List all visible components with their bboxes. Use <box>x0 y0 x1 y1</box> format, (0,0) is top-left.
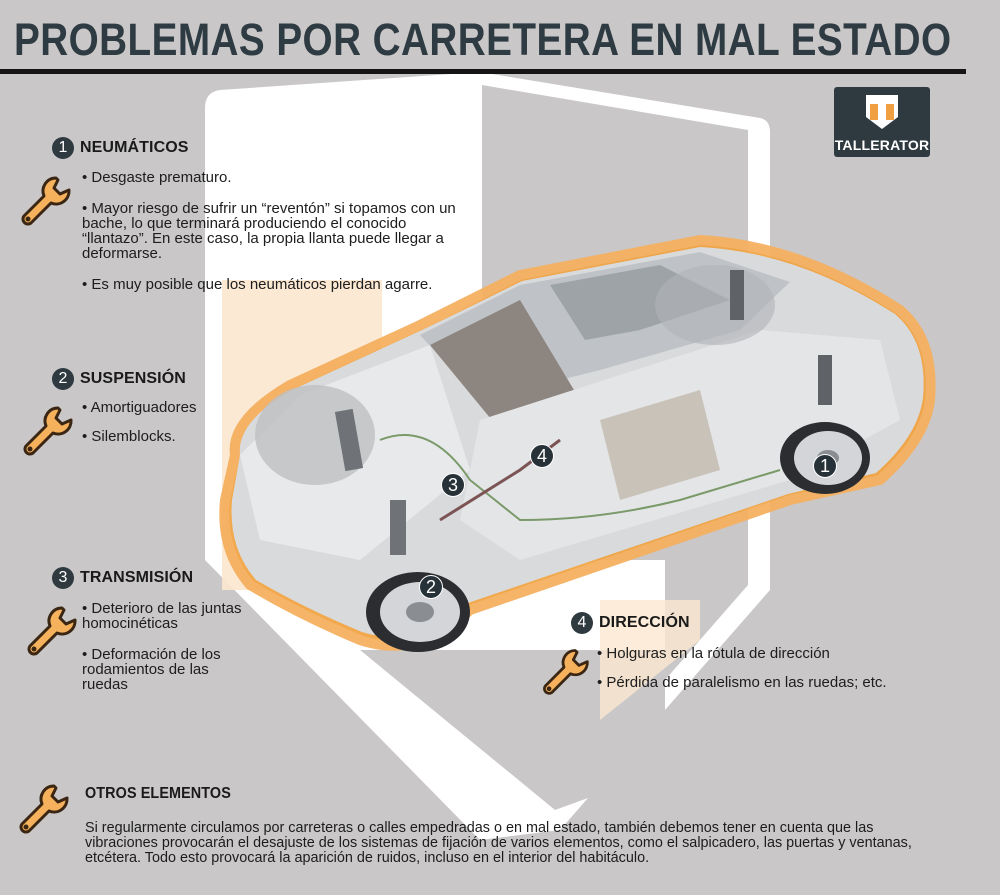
list-item: Desgaste prematuro. <box>82 170 472 185</box>
other-description: Si regularmente circulamos por carretera… <box>85 819 912 866</box>
list-item: Pérdida de paralelismo en las ruedas; et… <box>597 675 951 690</box>
car-marker-4: 4 <box>530 444 554 468</box>
car-marker-1: 1 <box>813 454 837 478</box>
section-suspension: 2 SUSPENSIÓN Amortiguadores Silemblocks. <box>52 368 282 444</box>
page-title: PROBLEMAS POR CARRETERA EN MAL ESTADO <box>14 14 952 65</box>
list-item: Deformación de los rodamientos de las ru… <box>82 647 242 692</box>
tallerator-logo[interactable]: TALLERATOR <box>834 87 930 157</box>
car-illustration <box>219 235 936 652</box>
number-badge: 1 <box>52 137 74 159</box>
wrench-icon <box>543 649 589 695</box>
list-item: Es muy posible que los neumáticos pierda… <box>82 277 452 292</box>
section-title: NEUMÁTICOS <box>80 139 189 156</box>
wrench-icon <box>21 176 71 226</box>
list-item: Amortiguadores <box>82 400 282 415</box>
section-title: DIRECCIÓN <box>599 614 690 631</box>
title-underline <box>0 69 966 74</box>
shield-t-logo-icon <box>866 95 898 129</box>
section-neumaticos: 1 NEUMÁTICOS Desgaste prematuro. Mayor r… <box>52 137 472 292</box>
section-title: SUSPENSIÓN <box>80 370 186 387</box>
number-badge: 4 <box>571 612 593 634</box>
section-otros-elementos: OTROS ELEMENTOS Si regularmente circulam… <box>85 785 985 865</box>
list-item: Silemblocks. <box>82 429 282 444</box>
list-item: Deterioro de las juntas homocinéticas <box>82 601 242 631</box>
number-badge: 3 <box>52 567 74 589</box>
section-title: TRANSMISIÓN <box>80 569 194 586</box>
wrench-icon <box>23 406 73 456</box>
wrench-icon <box>19 784 69 834</box>
list-item: Holguras en la rótula de dirección <box>597 646 951 661</box>
section-transmision: 3 TRANSMISIÓN Deterioro de las juntas ho… <box>52 567 252 692</box>
wrench-icon <box>27 606 77 656</box>
car-marker-2: 2 <box>419 575 443 599</box>
section-direccion: 4 DIRECCIÓN Holguras en la rótula de dir… <box>571 612 951 690</box>
list-item: Mayor riesgo de sufrir un “reventón” si … <box>82 201 462 261</box>
number-badge: 2 <box>52 368 74 390</box>
logo-text: TALLERATOR <box>834 137 930 153</box>
car-marker-3: 3 <box>441 473 465 497</box>
section-title: OTROS ELEMENTOS <box>85 785 231 802</box>
